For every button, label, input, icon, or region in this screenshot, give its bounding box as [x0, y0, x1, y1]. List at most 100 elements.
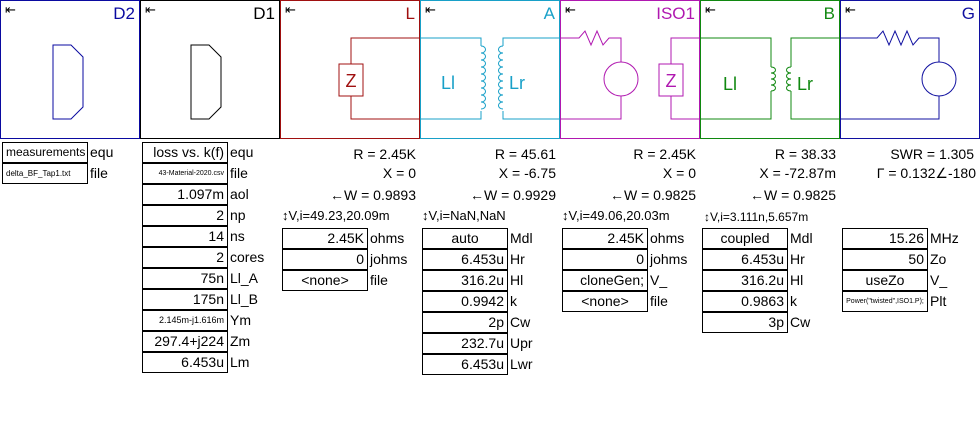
l-voltage-current: ↕V,i=49.23,20.09m: [282, 208, 390, 223]
d1-ym-field[interactable]: 2.145m-j1.616m: [142, 310, 228, 331]
d1-file-label: file: [230, 165, 248, 181]
a-k-field[interactable]: 0.9942: [422, 291, 508, 312]
generator-symbol: [841, 29, 957, 120]
d1-cores-field[interactable]: 2: [142, 247, 228, 268]
iso1-resistance: R = 2.45K: [633, 146, 696, 162]
b-hr-field[interactable]: 6.453u: [702, 249, 788, 270]
b-reactance: X = -72.87m: [759, 165, 836, 181]
l-file-field[interactable]: <none>: [282, 270, 368, 291]
b-k-field[interactable]: 0.9863: [702, 291, 788, 312]
g-v--field[interactable]: useZo: [842, 270, 928, 291]
b-mdl-label: Mdl: [790, 230, 813, 246]
l-ohms-field[interactable]: 2.45K: [282, 228, 368, 249]
g-zo-label: Zo: [930, 251, 947, 267]
a-reactance: X = -6.75: [498, 165, 556, 181]
a-power: ←W = 0.9929: [470, 187, 556, 203]
a-upr-label: Upr: [510, 335, 533, 351]
g-zo-field[interactable]: 50: [842, 249, 928, 270]
b-hr-label: Hr: [790, 251, 805, 267]
d1-aol-field[interactable]: 1.097m: [142, 184, 228, 205]
a-hl-field[interactable]: 316.2u: [422, 270, 508, 291]
iso1-file-field[interactable]: <none>: [562, 291, 648, 312]
pin-icon[interactable]: ⇤: [705, 2, 716, 17]
d1-zm-field[interactable]: 297.4+j224: [142, 331, 228, 352]
g-v--label: V_: [930, 272, 948, 288]
iso1-ohms-field[interactable]: 2.45K: [562, 228, 648, 249]
d1-equ-label: equ: [230, 144, 254, 160]
d1-zm-label: Zm: [230, 333, 251, 349]
a-k-label: k: [510, 293, 517, 309]
iso1-v--field[interactable]: cloneGen;: [562, 270, 648, 291]
g-plt-field[interactable]: Power("twisted",ISO1.P);: [842, 291, 928, 312]
l-johms-field[interactable]: 0: [282, 249, 368, 270]
d1-np-label: np: [230, 207, 246, 223]
g-plt-label: Plt: [930, 293, 947, 309]
g-swr: SWR = 1.305: [890, 146, 974, 162]
l-reactance: X = 0: [382, 165, 416, 181]
panel-d2[interactable]: ⇤ D2: [0, 0, 140, 139]
l-power: ←W = 0.9893: [330, 187, 416, 203]
diode-symbol: [52, 44, 84, 120]
g-mhz-field[interactable]: 15.26: [842, 228, 928, 249]
a-resistance: R = 45.61: [494, 146, 556, 162]
panel-title-l: L: [405, 4, 415, 23]
l-johms-label: johms: [370, 251, 408, 267]
b-cw-label: Cw: [790, 314, 811, 330]
b-cw-field[interactable]: 3p: [702, 312, 788, 333]
pin-icon[interactable]: ⇤: [845, 2, 856, 17]
a-cw-label: Cw: [510, 314, 531, 330]
pin-icon[interactable]: ⇤: [5, 2, 16, 17]
panel-a[interactable]: ⇤ A Ll Lr: [420, 0, 560, 139]
b-hl-field[interactable]: 316.2u: [702, 270, 788, 291]
panel-g[interactable]: ⇤ G: [840, 0, 980, 139]
g-reflection-coefficient: Γ = 0.132∠-180: [876, 165, 976, 181]
a-mdl-label: Mdl: [510, 230, 533, 246]
b-power: ←W = 0.9825: [750, 187, 836, 203]
measurements-button[interactable]: measurements: [2, 142, 88, 163]
impedance-symbol: Z: [338, 37, 419, 120]
svg-text:Lr: Lr: [509, 73, 525, 93]
d1-ll-a-field[interactable]: 75n: [142, 268, 228, 289]
panel-l[interactable]: ⇤ L Z: [280, 0, 420, 139]
pin-icon[interactable]: ⇤: [145, 2, 156, 17]
d1-lm-field[interactable]: 6.453u: [142, 352, 228, 373]
a-hr-label: Hr: [510, 251, 525, 267]
iso1-power: ←W = 0.9825: [610, 187, 696, 203]
d1-equ-field[interactable]: loss vs. k(f): [142, 142, 228, 163]
svg-text:Z: Z: [666, 71, 677, 91]
panel-title-g: G: [961, 4, 975, 23]
isolator-symbol: Z: [561, 29, 699, 120]
panel-iso1[interactable]: ⇤ ISO1 Z: [560, 0, 700, 139]
panel-title-b: B: [823, 4, 835, 23]
b-k-label: k: [790, 293, 797, 309]
d1-file-field[interactable]: 43-Material-2020.csv: [142, 163, 228, 184]
iso1-johms-field[interactable]: 0: [562, 249, 648, 270]
pin-icon[interactable]: ⇤: [285, 2, 296, 17]
transformer-symbol: Ll Lr: [421, 37, 559, 120]
panel-b[interactable]: ⇤ B Ll Lr: [700, 0, 840, 139]
file-button[interactable]: delta_BF_Tap1.txt: [2, 163, 88, 184]
b-mdl-field[interactable]: coupled: [702, 228, 788, 249]
d1-ll-b-field[interactable]: 175n: [142, 289, 228, 310]
panel-title-iso1: ISO1: [656, 4, 695, 23]
d1-aol-label: aol: [230, 186, 249, 202]
l-ohms-label: ohms: [370, 230, 405, 246]
a-hr-field[interactable]: 6.453u: [422, 249, 508, 270]
l-resistance: R = 2.45K: [353, 146, 416, 162]
panel-d1[interactable]: ⇤ D1: [140, 0, 280, 139]
pin-icon[interactable]: ⇤: [425, 2, 436, 17]
iso1-voltage-current: ↕V,i=49.06,20.03m: [562, 208, 670, 223]
iso1-v--label: V_: [650, 272, 668, 288]
svg-text:Ll: Ll: [441, 73, 455, 93]
svg-text:Ll: Ll: [723, 74, 737, 94]
diode-symbol: [190, 44, 222, 120]
a-lwr-field[interactable]: 6.453u: [422, 354, 508, 375]
a-mdl-field[interactable]: auto: [422, 228, 508, 249]
d1-lm-label: Lm: [230, 354, 250, 370]
d1-ns-field[interactable]: 14: [142, 226, 228, 247]
a-cw-field[interactable]: 2p: [422, 312, 508, 333]
a-upr-field[interactable]: 232.7u: [422, 333, 508, 354]
d1-np-field[interactable]: 2: [142, 205, 228, 226]
pin-icon[interactable]: ⇤: [565, 2, 576, 17]
b-voltage-current: ↕V,i=3.111n,5.657m: [704, 210, 809, 224]
